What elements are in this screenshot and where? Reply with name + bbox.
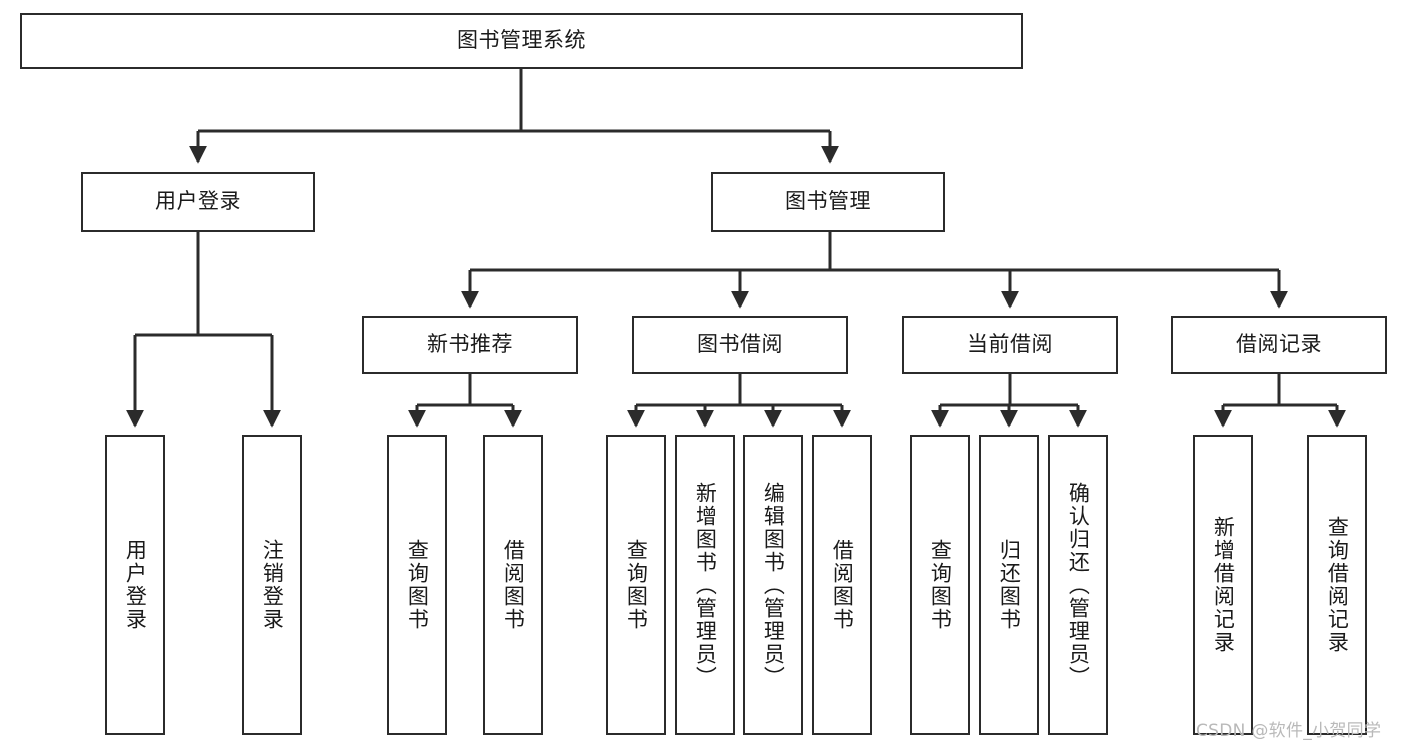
- leaf-user-login-2[interactable]: 注销登录: [242, 435, 302, 735]
- leaf-book-borrow-1[interactable]: 查询图书: [606, 435, 666, 735]
- leaf-current-borrow-3[interactable]: 确认归还（管理员）: [1048, 435, 1108, 735]
- leaf-borrow-record-1-label: 新增借阅记录: [1211, 516, 1236, 654]
- node-user-login-label: 用户登录: [155, 189, 241, 214]
- node-new-book-recommend-label: 新书推荐: [427, 332, 513, 357]
- node-root[interactable]: 图书管理系统: [20, 13, 1023, 69]
- leaf-new-book-1[interactable]: 查询图书: [387, 435, 447, 735]
- node-user-login[interactable]: 用户登录: [81, 172, 315, 232]
- csdn-watermark: CSDN @软件_小贺同学: [1196, 721, 1382, 741]
- leaf-user-login-1-label: 用户登录: [123, 539, 148, 631]
- leaf-book-borrow-4-label: 借阅图书: [830, 539, 855, 631]
- leaf-borrow-record-2[interactable]: 查询借阅记录: [1307, 435, 1367, 735]
- leaf-current-borrow-3-label: 确认归还（管理员）: [1066, 481, 1091, 689]
- leaf-borrow-record-1[interactable]: 新增借阅记录: [1193, 435, 1253, 735]
- leaf-book-borrow-2[interactable]: 新增图书（管理员）: [675, 435, 735, 735]
- node-book-manage[interactable]: 图书管理: [711, 172, 945, 232]
- node-new-book-recommend[interactable]: 新书推荐: [362, 316, 578, 374]
- leaf-current-borrow-2-label: 归还图书: [997, 539, 1022, 631]
- leaf-current-borrow-2[interactable]: 归还图书: [979, 435, 1039, 735]
- leaf-book-borrow-3-label: 编辑图书（管理员）: [761, 481, 786, 689]
- leaf-new-book-2[interactable]: 借阅图书: [483, 435, 543, 735]
- leaf-new-book-1-label: 查询图书: [405, 539, 430, 631]
- node-borrow-record[interactable]: 借阅记录: [1171, 316, 1387, 374]
- node-book-manage-label: 图书管理: [785, 189, 871, 214]
- leaf-current-borrow-1-label: 查询图书: [928, 539, 953, 631]
- leaf-user-login-2-label: 注销登录: [260, 539, 285, 631]
- node-current-borrow[interactable]: 当前借阅: [902, 316, 1118, 374]
- node-borrow-record-label: 借阅记录: [1236, 332, 1322, 357]
- leaf-book-borrow-2-label: 新增图书（管理员）: [693, 481, 718, 689]
- leaf-user-login-1[interactable]: 用户登录: [105, 435, 165, 735]
- node-current-borrow-label: 当前借阅: [967, 332, 1053, 357]
- node-book-borrow[interactable]: 图书借阅: [632, 316, 848, 374]
- leaf-current-borrow-1[interactable]: 查询图书: [910, 435, 970, 735]
- node-book-borrow-label: 图书借阅: [697, 332, 783, 357]
- leaf-book-borrow-4[interactable]: 借阅图书: [812, 435, 872, 735]
- leaf-borrow-record-2-label: 查询借阅记录: [1325, 516, 1350, 654]
- leaf-new-book-2-label: 借阅图书: [501, 539, 526, 631]
- node-root-label: 图书管理系统: [457, 28, 586, 53]
- leaf-book-borrow-1-label: 查询图书: [624, 539, 649, 631]
- leaf-book-borrow-3[interactable]: 编辑图书（管理员）: [743, 435, 803, 735]
